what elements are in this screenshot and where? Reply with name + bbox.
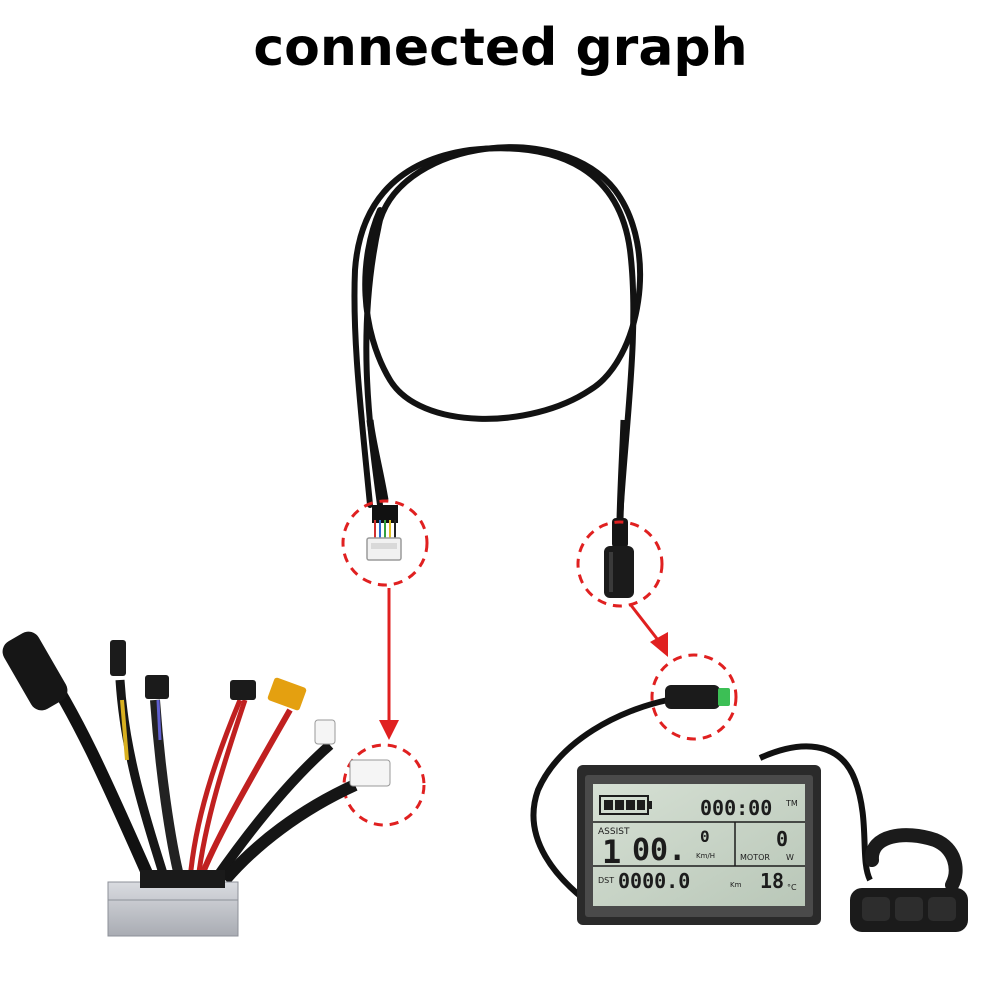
motor-unit: W	[786, 853, 794, 862]
assist-level: 1	[602, 833, 621, 871]
page-title: connected graph	[253, 18, 748, 78]
assist-label: ASSIST	[598, 827, 630, 837]
motor-value: 0	[776, 827, 788, 851]
motor-label: MOTOR	[740, 853, 770, 862]
speed-readout: 00.	[632, 833, 686, 868]
clock-unit: TM	[785, 799, 798, 808]
dst-label: DST	[598, 876, 614, 885]
distance-unit: Km	[730, 881, 742, 889]
speed-decimal: 0	[700, 827, 710, 846]
highlight-circle-jst	[341, 499, 429, 587]
temperature-unit: °C	[787, 883, 797, 892]
speed-unit: Km/H	[696, 852, 715, 860]
jst-connector	[366, 505, 402, 561]
distance-readout: 0000.0	[618, 869, 690, 893]
arrow-to-controller	[379, 588, 399, 740]
temperature-readout: 18	[760, 869, 784, 893]
extension-cable	[351, 144, 644, 523]
motor-controller	[2, 631, 391, 937]
lcd-display: 000:00 TM ASSIST 1 00. 0 Km/H 0 MOTOR W …	[577, 765, 821, 925]
highlight-circle-controller	[342, 743, 426, 827]
battery-icon	[599, 795, 652, 815]
highlight-circle-display	[650, 653, 738, 741]
waterproof-plug	[604, 518, 634, 598]
highlight-circle-plug	[576, 520, 664, 608]
clock-readout: 000:00	[700, 796, 772, 820]
button-pad	[850, 828, 968, 932]
arrow-to-display	[628, 603, 668, 657]
